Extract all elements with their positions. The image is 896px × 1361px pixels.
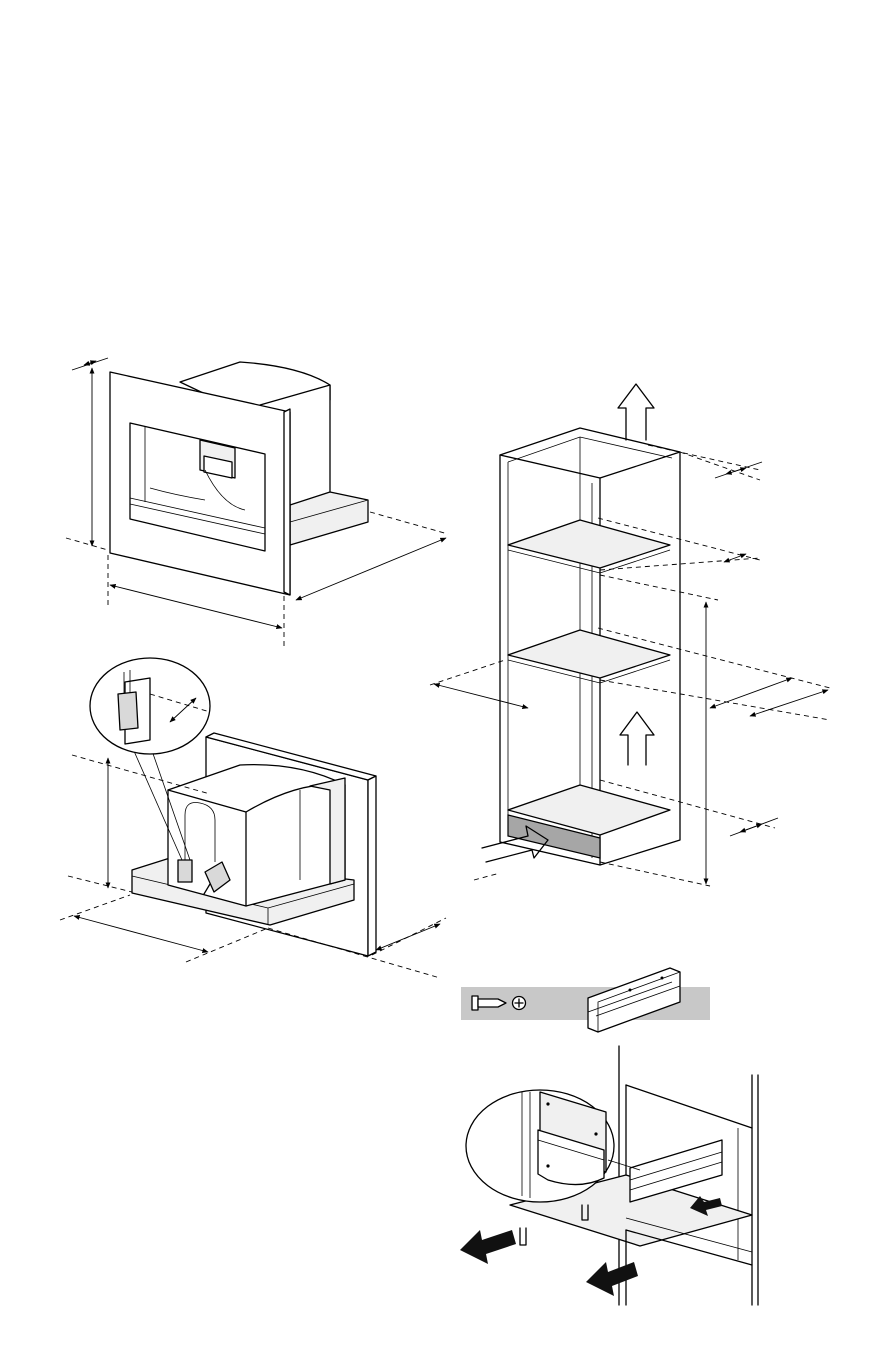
built-in-appliance-dimension-drawing xyxy=(66,358,448,648)
parts-strip xyxy=(461,968,710,1032)
power-connection-drawing xyxy=(60,658,446,978)
mounting-rail-icon xyxy=(588,968,680,1032)
tall-cabinet-niche-drawing xyxy=(430,384,830,886)
phillips-head-icon xyxy=(513,997,526,1010)
rail-installation-drawing xyxy=(460,1046,758,1305)
